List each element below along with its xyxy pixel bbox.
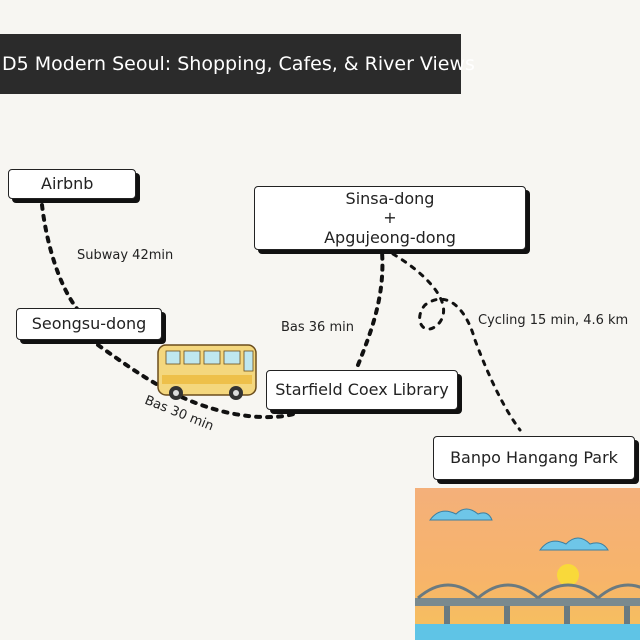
node-banpo: Banpo Hangang Park <box>433 436 635 480</box>
node-sinsa-line2: + <box>383 208 397 228</box>
node-coex: Starfield Coex Library <box>266 370 458 410</box>
route-airbnb-seongsu <box>40 203 80 312</box>
node-banpo-label: Banpo Hangang Park <box>450 448 618 468</box>
node-airbnb: Airbnb <box>8 169 136 199</box>
route-label-subway: Subway 42min <box>77 248 174 263</box>
page-title: D5 Modern Seoul: Shopping, Cafes, & Rive… <box>0 34 475 94</box>
node-sinsa-line1: Sinsa-dong <box>345 189 435 209</box>
route-label-bus-36: Bas 36 min <box>281 320 354 335</box>
node-coex-label: Starfield Coex Library <box>275 380 449 400</box>
node-seongsu: Seongsu-dong <box>16 308 162 340</box>
bus-icon <box>157 344 257 400</box>
route-seongsu-coex <box>96 343 305 420</box>
node-seongsu-label: Seongsu-dong <box>31 314 147 334</box>
sunset-bridge-illustration <box>415 488 640 640</box>
route-sinsa-banpo <box>391 252 522 432</box>
node-sinsa: Sinsa-dong + Apgujeong-dong <box>254 186 526 250</box>
route-label-cycling: Cycling 15 min, 4.6 km <box>478 313 629 328</box>
node-sinsa-line3: Apgujeong-dong <box>324 227 456 247</box>
route-coex-sinsa <box>356 250 385 367</box>
node-airbnb-label: Airbnb <box>41 174 94 194</box>
